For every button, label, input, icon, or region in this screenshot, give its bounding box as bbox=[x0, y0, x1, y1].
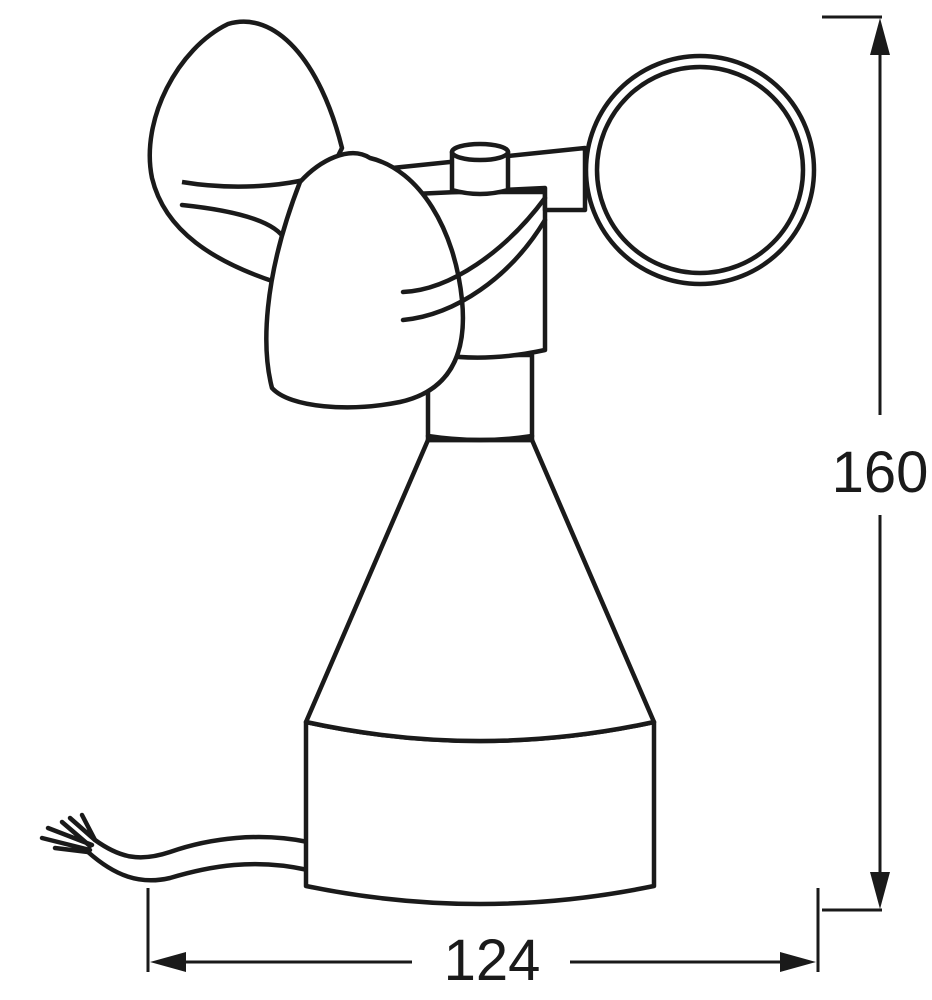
height-dimension: 160 bbox=[822, 15, 929, 912]
height-label: 160 bbox=[832, 440, 929, 505]
cone-body bbox=[303, 437, 657, 744]
cup-front bbox=[264, 151, 548, 410]
width-dimension: 124 bbox=[146, 888, 820, 993]
cable bbox=[39, 812, 311, 883]
cup-ring bbox=[583, 53, 817, 287]
top-cap bbox=[449, 141, 511, 197]
base-cylinder bbox=[303, 719, 657, 907]
width-label: 124 bbox=[444, 928, 541, 993]
